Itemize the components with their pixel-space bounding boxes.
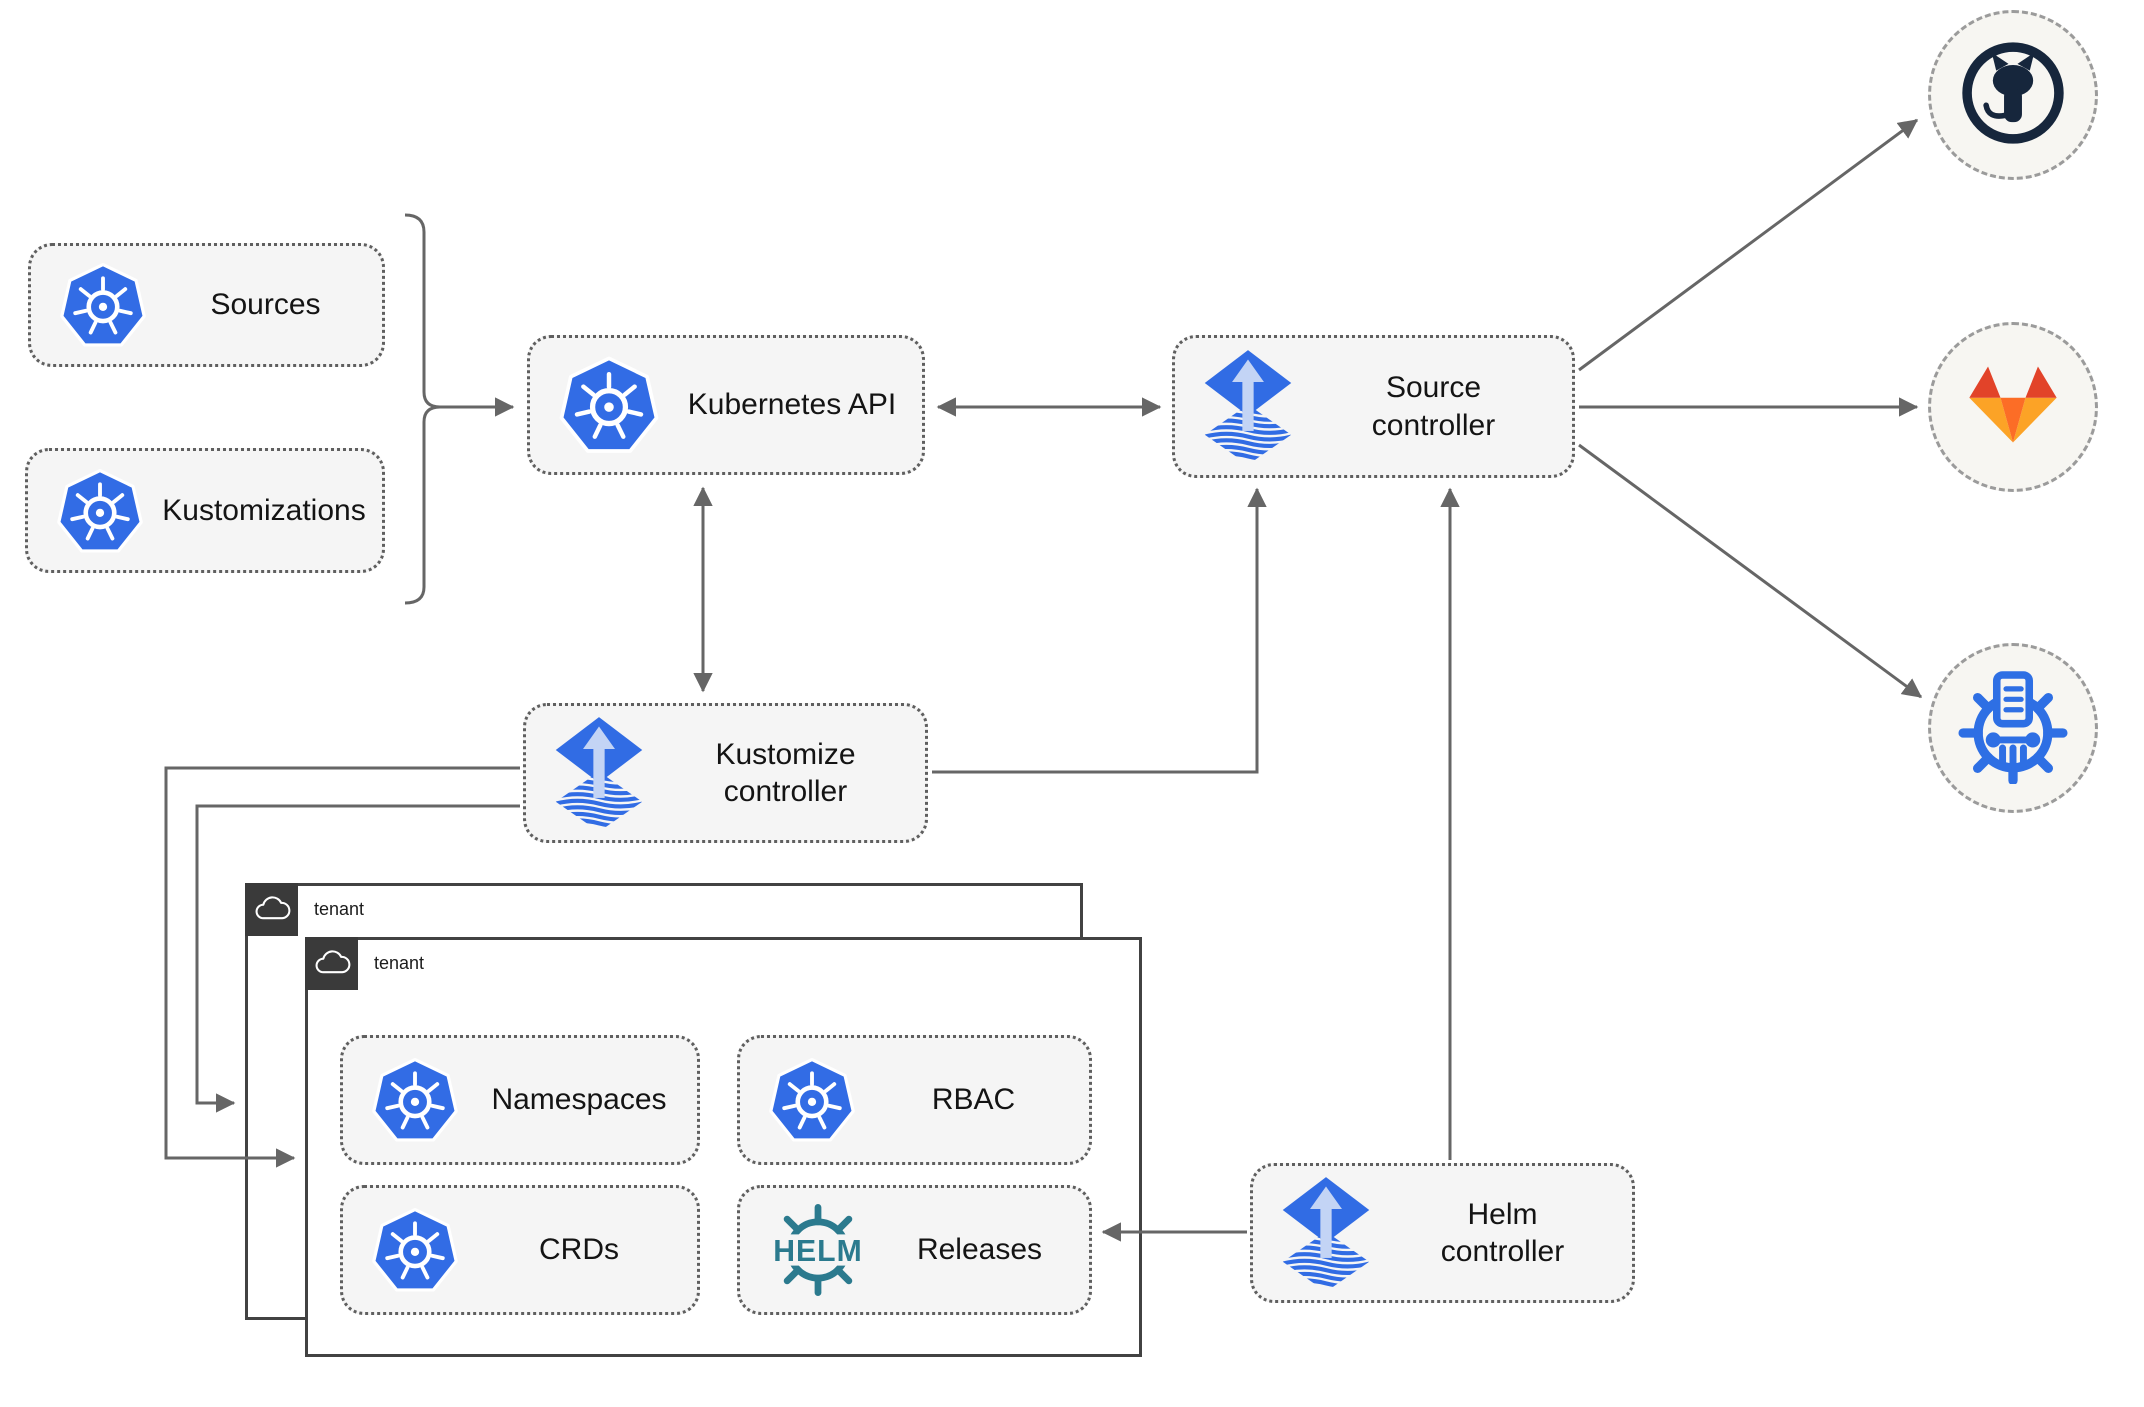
kubernetes-icon (556, 352, 662, 458)
node-label: Releases (916, 1233, 1043, 1267)
cloud-icon (245, 883, 298, 936)
node-kustomize-controller: Kustomize controller (523, 703, 928, 843)
node-crds: CRDs (340, 1185, 700, 1315)
flux-icon (552, 715, 646, 832)
kubernetes-icon (54, 465, 146, 557)
node-label: Kustomizations (162, 493, 366, 527)
node-source-controller: Source controller (1172, 335, 1575, 478)
node-sources: Sources (28, 243, 385, 367)
node-releases: HELM Releases (737, 1185, 1092, 1315)
edge-source-github (1578, 118, 1919, 372)
kubernetes-icon (766, 1054, 858, 1146)
helm-icon: HELM (766, 1198, 870, 1302)
node-label: Kustomize controller (715, 737, 856, 809)
node-label: Helm controller (1440, 1197, 1565, 1269)
kubernetes-icon (369, 1054, 461, 1146)
flux-icon (1201, 348, 1295, 465)
node-label: Source controller (1371, 371, 1496, 442)
flux-icon (1279, 1175, 1373, 1292)
node-kubernetes-api: Kubernetes API (527, 335, 925, 475)
cloud-icon (305, 937, 358, 990)
edge-source-helm-repository (1578, 443, 1923, 699)
node-helm-controller: Helm controller (1250, 1163, 1635, 1303)
node-label: Kubernetes API (687, 388, 897, 422)
node-label: RBAC (931, 1083, 1016, 1117)
helm-repository-icon (1955, 668, 2071, 789)
node-namespaces: Namespaces (340, 1035, 700, 1165)
node-label: Sources (210, 288, 321, 322)
node-label: CRDs (539, 1233, 619, 1267)
tenant-label: tenant (374, 953, 425, 973)
kubernetes-icon (57, 259, 149, 351)
endpoint-github (1928, 10, 2098, 180)
gitlab-icon (1961, 363, 2065, 452)
node-kustomizations: Kustomizations (25, 448, 385, 573)
node-label: Namespaces (491, 1083, 667, 1117)
edge-kustomize-source (932, 487, 1267, 774)
tenant-label: tenant (314, 899, 365, 919)
endpoint-helm-repository (1928, 643, 2098, 813)
helm-logo-text: HELM (773, 1235, 863, 1268)
kubernetes-icon (369, 1204, 461, 1296)
node-rbac: RBAC (737, 1035, 1092, 1165)
endpoint-gitlab (1928, 322, 2098, 492)
github-icon (1957, 37, 2069, 154)
edge-brace (404, 213, 441, 605)
